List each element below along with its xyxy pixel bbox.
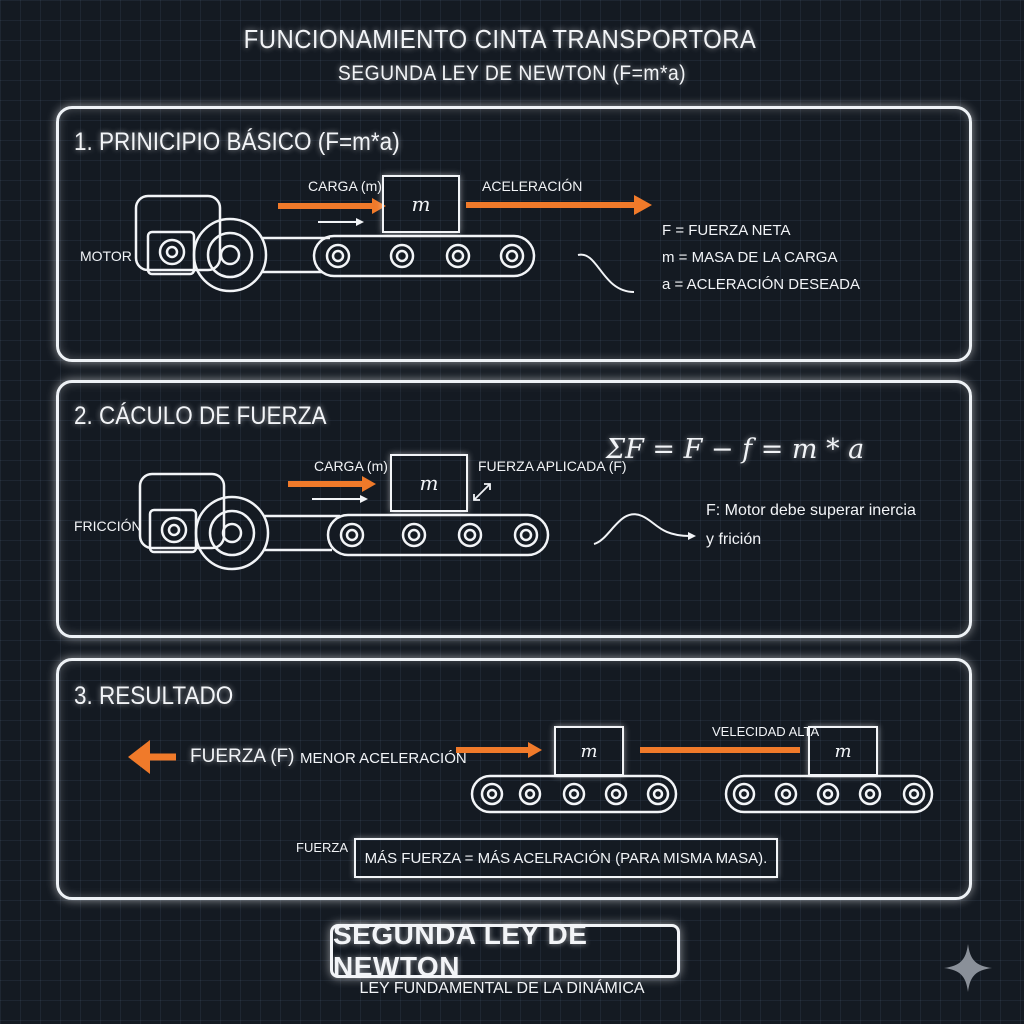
panel2-title: 2. CÁCULO DE FUERZA <box>74 402 327 430</box>
fuerza-label: FUERZA (F) <box>190 746 295 767</box>
velocidad-alta-label: VELECIDAD ALTA <box>712 724 820 739</box>
legend-force: F = FUERZA NETA <box>662 222 791 239</box>
panel1-title: 1. PRINICIPIO BÁSICO (F=m*a) <box>74 128 400 156</box>
aceleracion-label: ACELERACIÓN <box>482 178 583 194</box>
note-line-1: F: Motor debe superar inercia <box>706 502 916 519</box>
panel-basic-principle <box>56 106 972 362</box>
main-subtitle: SEGUNDA LEY DE NEWTON (F=m*a) <box>337 62 687 85</box>
mass-box: m <box>808 726 878 776</box>
panel-force-calculation <box>56 380 972 638</box>
conveyor-icon <box>312 234 536 278</box>
legend-acceleration: a = ACLERACIÓN DESEADA <box>662 276 860 293</box>
double-arrow-icon <box>473 483 491 501</box>
arrow-right-icon <box>278 198 386 226</box>
result-statement: MÁS FUERZA = MÁS ACELRACIÓN (PARA MISMA … <box>354 838 778 878</box>
conveyor-icon <box>326 513 550 557</box>
arrow-right-icon <box>456 742 542 758</box>
force-formula: ΣF = F − f = m * a <box>606 434 865 465</box>
fuerza-aplicada-label: FUERZA APLICADA (F) <box>478 458 627 474</box>
friccion-label: FRICCIÓN <box>74 518 142 534</box>
motor-icon <box>138 472 340 571</box>
carga-label: CARGA (m) <box>308 178 382 194</box>
footer-subtitle: LEY FUNDAMENTAL DE LA DINÁMICA <box>359 980 645 997</box>
acceleration-arrow <box>466 195 652 215</box>
panel-result <box>56 658 972 900</box>
arrow-right-icon <box>288 476 376 503</box>
wave-curve <box>593 513 691 545</box>
panel3-title: 3. RESULTADO <box>74 682 234 710</box>
fuerza-small-label: FUERZA <box>296 840 348 855</box>
mass-box: m <box>382 175 460 233</box>
menor-aceleracion-label: MENOR ACELERACIÓN <box>300 750 467 767</box>
mass-box: m <box>390 454 468 512</box>
mass-box: m <box>554 726 624 776</box>
legend-mass: m = MASA DE LA CARGA <box>662 249 838 266</box>
conveyor-icon <box>724 774 934 814</box>
main-title: FUNCIONAMIENTO CINTA TRANSPORTORA <box>243 24 757 54</box>
wave-curve <box>577 253 635 293</box>
carga-label: CARGA (m) <box>314 458 388 474</box>
motor-icon <box>134 194 330 293</box>
arrow-left-icon <box>128 740 176 774</box>
footer-title: SEGUNDA LEY DE NEWTON <box>330 919 680 982</box>
motor-label: MOTOR <box>80 248 132 264</box>
conveyor-icon <box>470 774 678 814</box>
note-line-2: y frición <box>706 531 762 548</box>
